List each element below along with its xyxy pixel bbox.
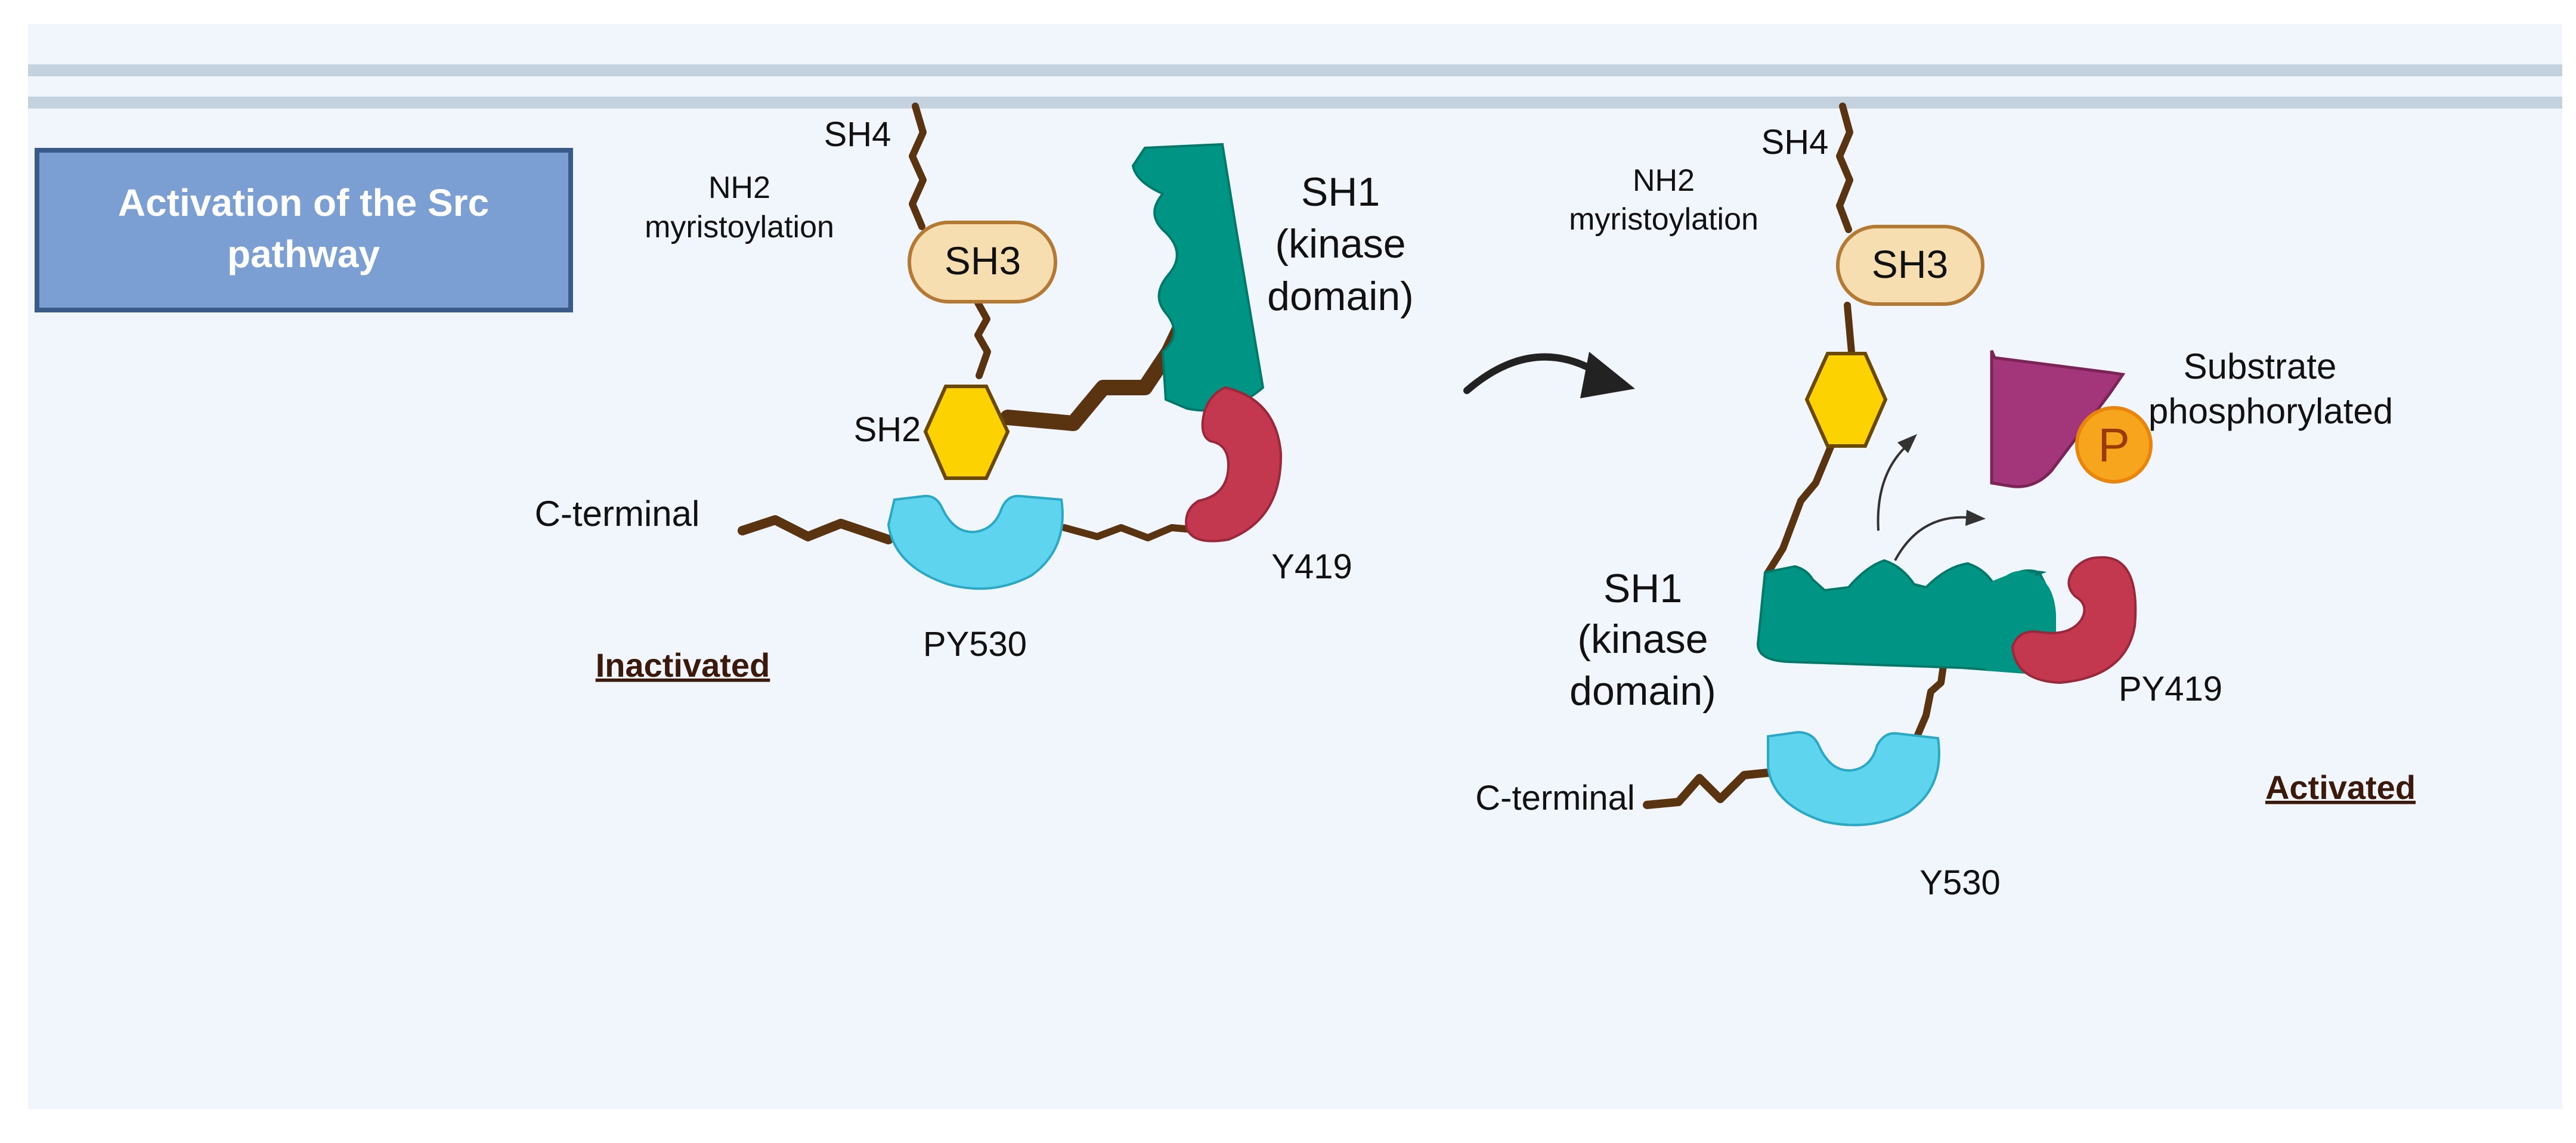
y530-label: Y530 (1919, 863, 2000, 902)
title-box: Activation of the Src pathway (35, 148, 573, 312)
myristoylation-label-active: myristoylation (1569, 202, 1758, 237)
membrane-line-top (28, 64, 2562, 76)
sh4-label: SH4 (824, 115, 891, 154)
inactivated-label: Inactivated (596, 646, 770, 684)
membrane-line-bottom (28, 97, 2562, 109)
py530-domain (887, 494, 1064, 590)
y419-domain (1185, 386, 1283, 543)
kinase-y530-linker-active (1914, 658, 1948, 740)
sh1-label-active-line1: SH1 (1603, 566, 1682, 611)
small-arrow-1 (1877, 446, 1906, 531)
sh2-hexagon (923, 385, 1010, 480)
transition-arrow (1463, 352, 1635, 398)
sh3-label: SH3 (945, 238, 1021, 283)
nh2-label: NH2 (708, 171, 770, 205)
sh1-label-active-line3: domain) (1569, 668, 1716, 714)
py530-y419-linker (1061, 524, 1196, 541)
py419-label: PY419 (2119, 670, 2222, 708)
sh4-linker-active (1836, 103, 1853, 233)
phospho-label: P (2098, 419, 2129, 472)
y530-domain (1767, 730, 1940, 826)
sh3-pill (908, 221, 1057, 303)
substrate-shape (1990, 350, 2126, 488)
title-line-2: pathway (227, 233, 380, 275)
sh4-label-active: SH4 (1761, 123, 1829, 162)
sh4-linker (909, 103, 927, 230)
y419-label: Y419 (1271, 547, 1352, 586)
sh3-label-active: SH3 (1872, 242, 1948, 286)
substrate-label-line2: phosphorylated (2148, 391, 2393, 431)
sh3-sh2-linker (974, 299, 991, 379)
sh1-label-line3: domain) (1267, 274, 1414, 319)
phospho-circle (2075, 406, 2153, 484)
c-terminal-label: C-terminal (535, 494, 700, 534)
small-arrow-1-head (1897, 434, 1917, 453)
nh2-label-active: NH2 (1633, 163, 1695, 198)
c-terminal-linker-active (1643, 768, 1778, 809)
activated-state: SH3 P SH4 NH2 myristoylation Substrate p… (1475, 103, 2416, 902)
py530-label: PY530 (923, 625, 1027, 664)
activated-label: Activated (2265, 769, 2416, 806)
sh2-label: SH2 (854, 410, 921, 449)
sh3-pill-active (1836, 225, 1984, 306)
title-line-1: Activation of the Src (118, 181, 489, 224)
sh1-label-line2: (kinase (1275, 221, 1405, 267)
small-arrow-2 (1894, 516, 1970, 561)
small-arrow-2-head (1965, 510, 1986, 526)
sh1-label-line1: SH1 (1301, 169, 1380, 215)
sh1-label-active-line2: (kinase (1577, 617, 1708, 662)
myristoylation-label: myristoylation (645, 210, 834, 244)
sh2-hexagon-active (1804, 352, 1888, 448)
inactivated-state: SH3 SH4 NH2 myristoylation SH2 SH1 (kina… (535, 103, 1414, 684)
sh3-sh2-linker-active (1844, 302, 1855, 355)
sh2-kinase-linker-active (1764, 441, 1835, 576)
c-terminal-linker (738, 515, 893, 544)
py419-domain (2011, 556, 2137, 684)
c-terminal-label-active: C-terminal (1475, 779, 1635, 817)
substrate-label-line1: Substrate (2184, 346, 2337, 386)
